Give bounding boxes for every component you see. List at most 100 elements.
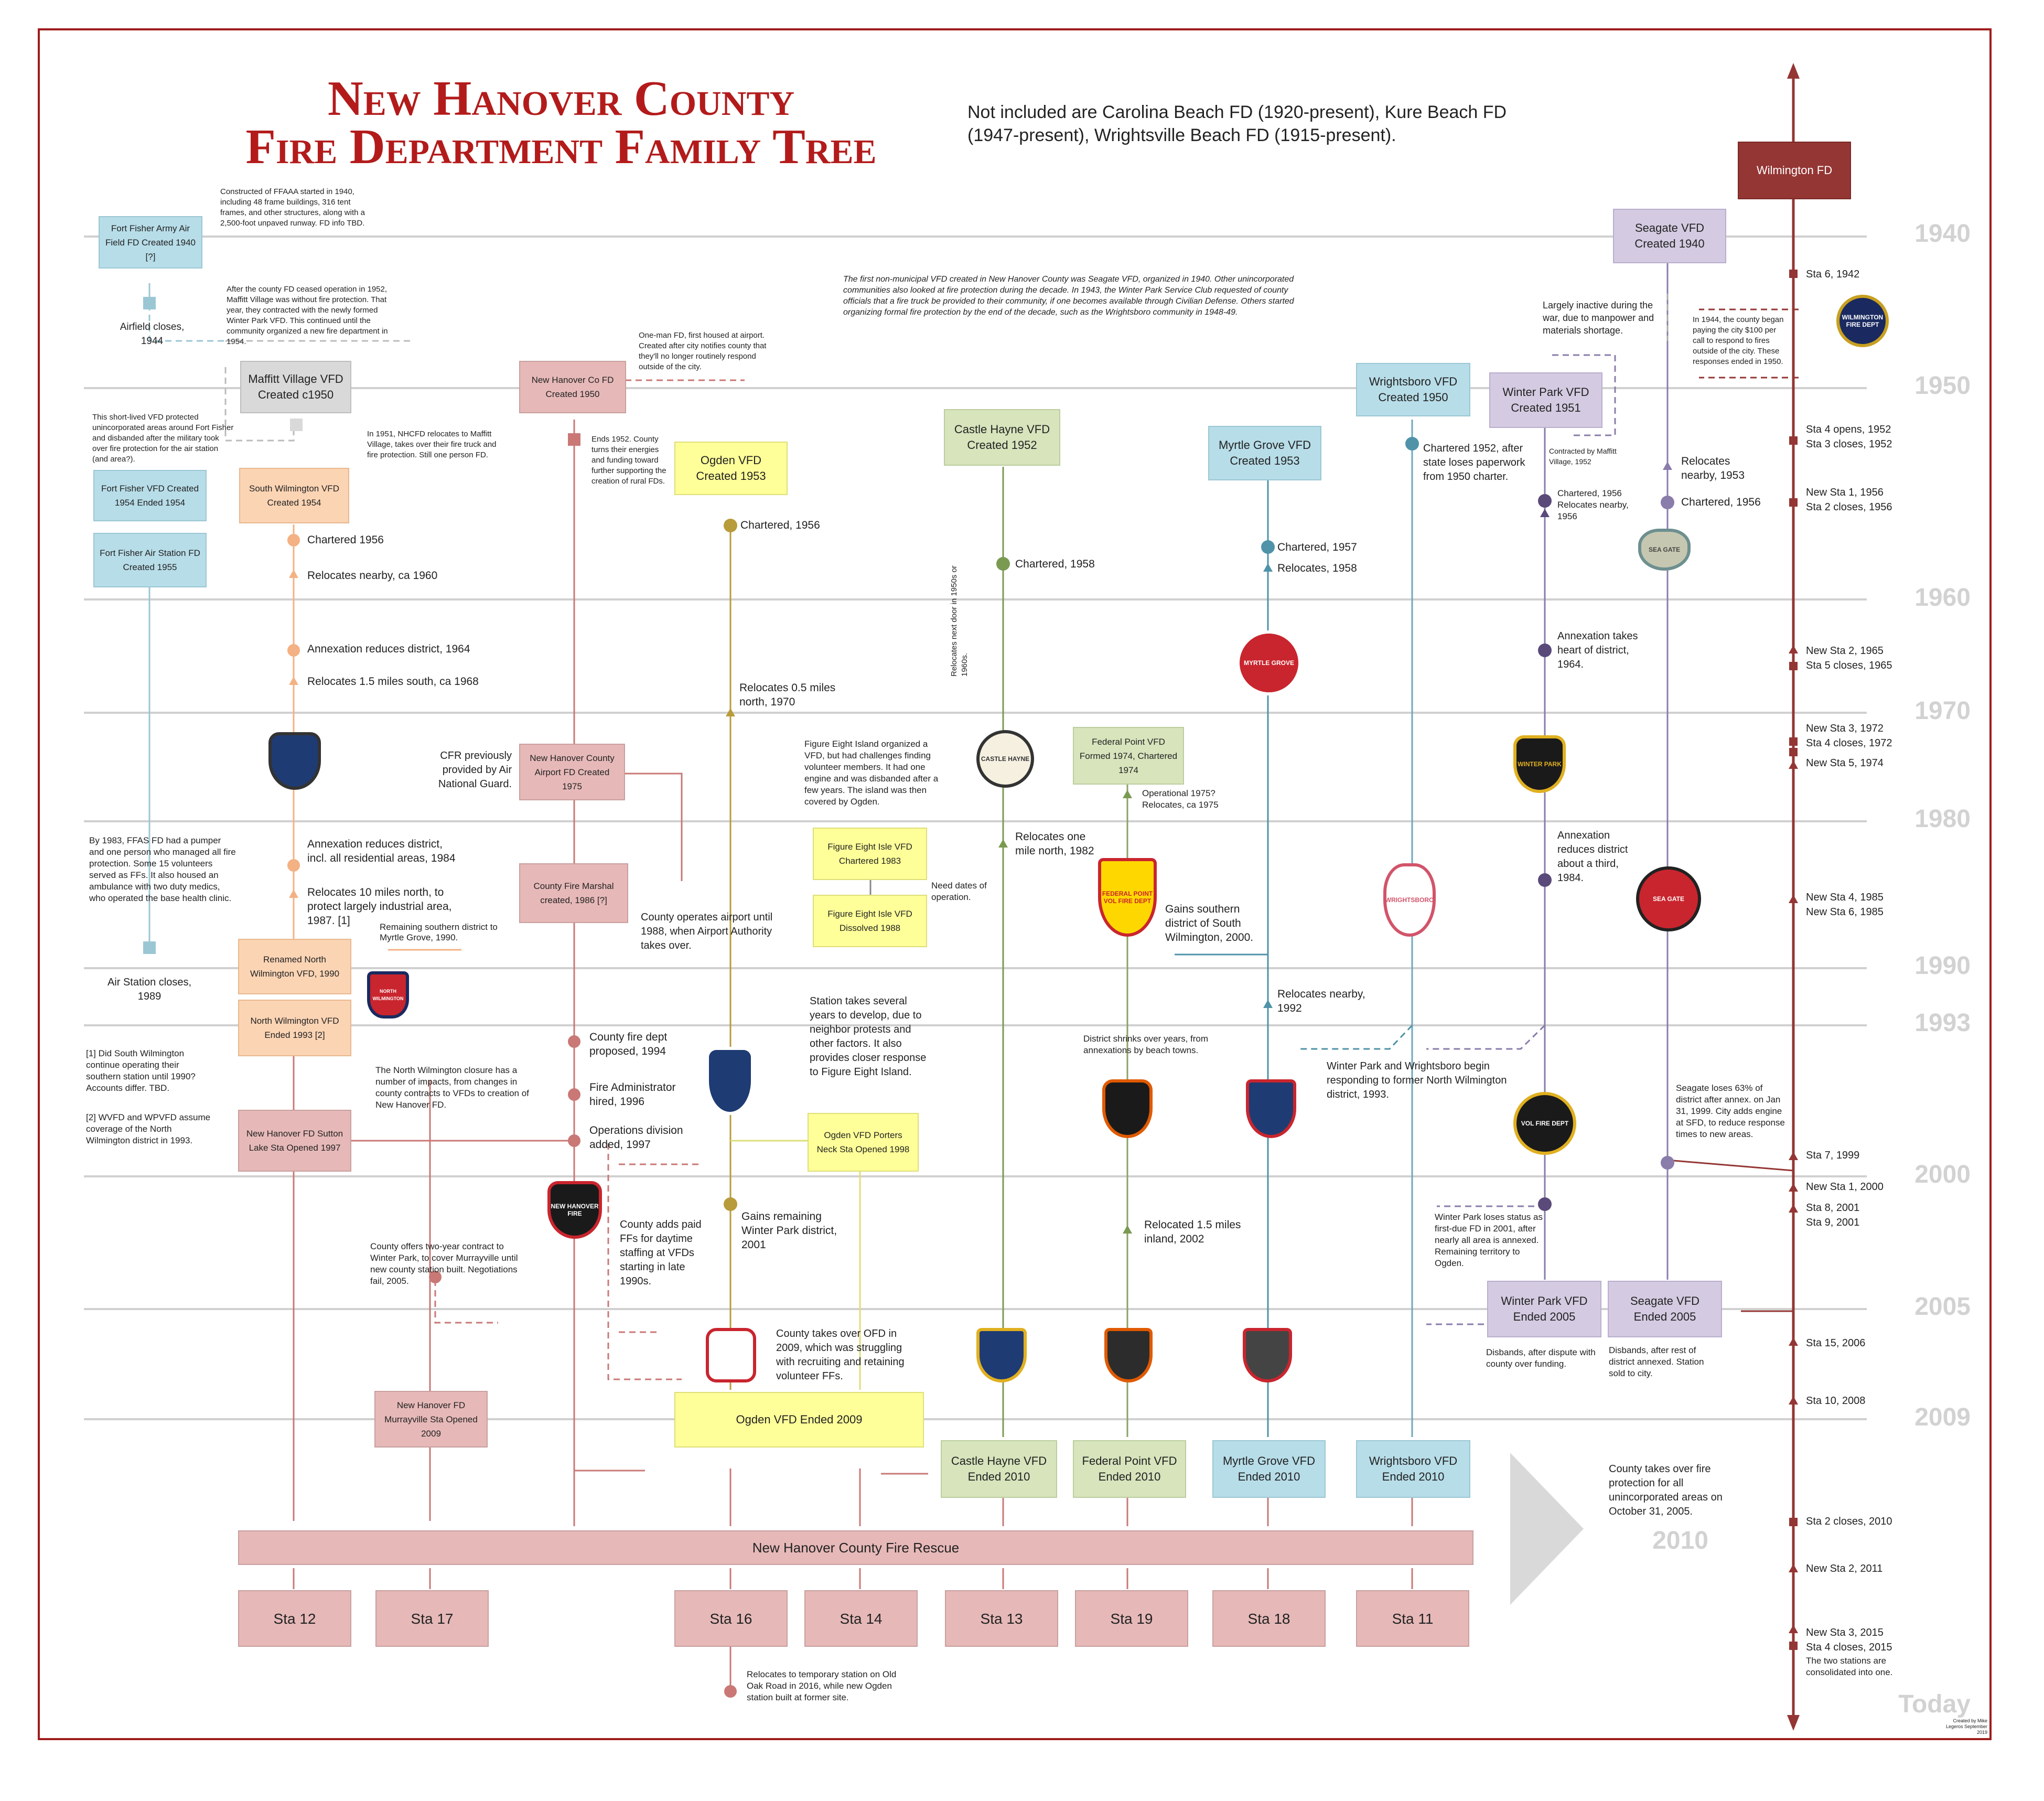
title-line-1: New Hanover County [327,71,795,126]
note-ffas-1983: By 1983, FFAS FD had a pumper and one pe… [89,835,236,903]
evt-og-gains: Gains remaining Winter Park district, 20… [741,1210,837,1251]
note-nhcfd-relocates: In 1951, NHCFD relocates to Maffitt Vill… [367,430,497,459]
wil-evt-12: Sta 7, 1999 [1806,1150,1860,1161]
year-2009: 2009 [1914,1403,1971,1431]
note-seagate-annex: Seagate loses 63% of district after anne… [1676,1083,1785,1139]
box-myrtle-grove: Myrtle Grove VFD Created 1953 [1208,426,1321,480]
evt-sw-chartered: Chartered 1956 [307,534,384,546]
wil-evt-3: New Sta 1, 1956 [1806,487,1884,498]
wil-evt-18: Sta 2 closes, 2010 [1806,1516,1892,1527]
evt-fp-relocated: Relocated 1.5 miles inland, 2002 [1144,1219,1241,1245]
box-figure-eight-2: Figure Eight Isle VFD Dissolved 1988 [813,895,927,947]
note-seagate-inactive: Largely inactive during the war, due to … [1543,300,1654,336]
evt-sg-relocates: Relocates nearby, 1953 [1681,455,1745,481]
evt-wp-chartered: Chartered, 1956 Relocates nearby, 1956 [1557,488,1629,521]
evt-ch-relocates: Relocates one mile north, 1982 [1015,831,1094,857]
box-federal-point: Federal Point VFD Formed 1974, Chartered… [1073,727,1184,785]
box-figure-eight-1: Figure Eight Isle VFD Chartered 1983 [813,828,927,880]
federal-point-modern-patch-icon [1104,1328,1153,1382]
evt-og-relocates: Relocates 0.5 miles north, 1970 [739,682,836,708]
wil-evt-11: New Sta 6, 1985 [1806,906,1884,918]
castle-hayne-patch-icon: CASTLE HAYNE [976,730,1034,788]
station-18: Sta 18 [1212,1590,1326,1647]
note-winter-park-disbands: Disbands, after dispute with county over… [1486,1347,1596,1369]
box-winter-park: Winter Park VFD Created 1951 [1489,372,1602,428]
wrightsboro-patch-icon: WRIGHTSBORO [1383,863,1436,937]
year-1950: 1950 [1914,372,1971,400]
evt-sw-relocates-1960: Relocates nearby, ca 1960 [307,570,438,582]
box-renamed-north-wilmington: Renamed North Wilmington VFD, 1990 [238,939,351,994]
south-wilmington-patch-icon [268,732,321,790]
wil-evt-7: New Sta 3, 1972 [1806,723,1884,734]
box-south-wilmington: South Wilmington VFD Created 1954 [239,468,349,523]
transition-arrow [1510,1453,1584,1605]
evt-wp-annex-1984: Annexation reduces district about a thir… [1557,830,1628,884]
note-sta16-relocates: Relocates to temporary station on Old Oa… [747,1669,897,1702]
evt-mg-chartered: Chartered, 1957 [1277,541,1357,553]
evt-mg-relocates-1992: Relocates nearby, 1992 [1277,988,1365,1014]
box-sutton-lake: New Hanover FD Sutton Lake Sta Opened 19… [238,1110,351,1172]
year-1970: 1970 [1914,697,1971,725]
evt-og-chartered: Chartered, 1956 [740,519,820,531]
wil-evt-15: Sta 9, 2001 [1806,1217,1860,1228]
wil-evt-13: New Sta 1, 2000 [1806,1181,1884,1193]
evt-wp-annex-1964: Annexation takes heart of district, 1964… [1557,630,1638,670]
wil-evt-1: Sta 4 opens, 1952 [1806,424,1891,435]
wil-evt-16: Sta 15, 2006 [1806,1337,1866,1349]
note-cfr-guard: CFR previously provided by Air National … [438,750,512,790]
myrtle-grove-newer-patch-icon [1246,1079,1296,1138]
wil-evt-14: Sta 8, 2001 [1806,1202,1860,1214]
evt-fp-gains: Gains southern district of South Wilming… [1165,903,1254,944]
wil-evt-9: New Sta 5, 1974 [1806,757,1884,769]
box-wilmington-fd: Wilmington FD [1738,142,1851,199]
box-airport-fd: New Hanover County Airport FD Created 19… [519,744,625,800]
note-porters-neck-develop: Station takes several years to develop, … [810,995,927,1078]
note-contracted-by-maffitt: Contracted by Maffitt Village, 1952 [1549,447,1617,466]
box-ogden-vfd: Ogden VFD Created 1953 [674,442,788,495]
note-nhcfd-ends: Ends 1952. County turns their energies a… [591,435,666,486]
box-murrayville: New Hanover FD Murrayville Sta Opened 20… [374,1391,488,1448]
note-airport-authority: County operates airport until 1988, when… [641,912,773,951]
station-19: Sta 19 [1075,1590,1188,1647]
station-13: Sta 13 [945,1590,1058,1647]
station-17: Sta 17 [375,1590,489,1647]
note-murrayville-contract: County offers two-year contract to Winte… [370,1241,518,1286]
federal-point-newer-patch-icon [1102,1079,1153,1138]
note-castle-hayne-relocates: Relocates next door in 1950s or 1960s. [950,565,969,677]
box-ogden-ended: Ogden VFD Ended 2009 [674,1392,924,1448]
box-castle-hayne: Castle Hayne VFD Created 1952 [944,409,1060,466]
ogden-patch-icon [706,1047,754,1115]
wilmington-patch-icon: WILMINGTON FIRE DEPT [1836,295,1889,347]
note-seagate-disbands: Disbands, after rest of district annexed… [1609,1345,1704,1378]
wil-evt-10: New Sta 4, 1985 [1806,892,1884,903]
wil-evt-4: Sta 2 closes, 1956 [1806,501,1892,513]
note-maffitt-contract: After the county FD ceased operation in … [227,285,388,346]
winter-park-newer-patch-icon: VOL FIRE DEPT [1513,1092,1576,1155]
note-paid-ffs: County adds paid FFs for daytime staffin… [620,1219,702,1287]
station-11: Sta 11 [1356,1590,1469,1647]
myrtle-grove-patch-icon: MYRTLE GROVE [1236,630,1301,695]
wil-evt-22: The two stations are consolidated into o… [1806,1656,1893,1677]
box-new-hanover-co-fd: New Hanover Co FD Created 1950 [519,361,626,413]
evt-nh-proposed: County fire dept proposed, 1994 [589,1031,668,1057]
winter-park-patch-icon: WINTER PARK [1513,735,1566,793]
year-2000: 2000 [1914,1161,1971,1188]
note-air-station-closes: Air Station closes, 1989 [107,977,192,1002]
note-north-wilmington-coverage: Winter Park and Wrightsboro begin respon… [1327,1060,1507,1100]
year-2010: 2010 [1652,1527,1708,1555]
station-12: Sta 12 [238,1590,351,1647]
new-hanover-patch-icon: NEW HANOVER FIRE [547,1181,602,1239]
castle-hayne-newer-patch-icon [976,1328,1027,1382]
note-wrightsboro-charter: Chartered 1952, after state loses paperw… [1423,443,1525,483]
note-ff-vfd-short-lived: This short-lived VFD protected unincorpo… [92,413,234,464]
myrtle-grove-modern-patch-icon [1243,1328,1292,1382]
box-myrtle-grove-ended: Myrtle Grove VFD Ended 2010 [1212,1440,1326,1498]
box-porters-neck: Ogden VFD Porters Neck Sta Opened 1998 [808,1113,919,1172]
evt-sw-relocates-1968: Relocates 1.5 miles south, ca 1968 [307,676,479,688]
box-wrightsboro-ended: Wrightsboro VFD Ended 2010 [1356,1440,1470,1498]
evt-sg-chartered: Chartered, 1956 [1681,496,1761,508]
box-north-wilmington-ended: North Wilmington VFD Ended 1993 [2] [238,1000,351,1056]
station-14: Sta 14 [804,1590,918,1647]
year-1990: 1990 [1914,952,1971,980]
evt-sw-annex-1964: Annexation reduces district, 1964 [307,643,470,655]
